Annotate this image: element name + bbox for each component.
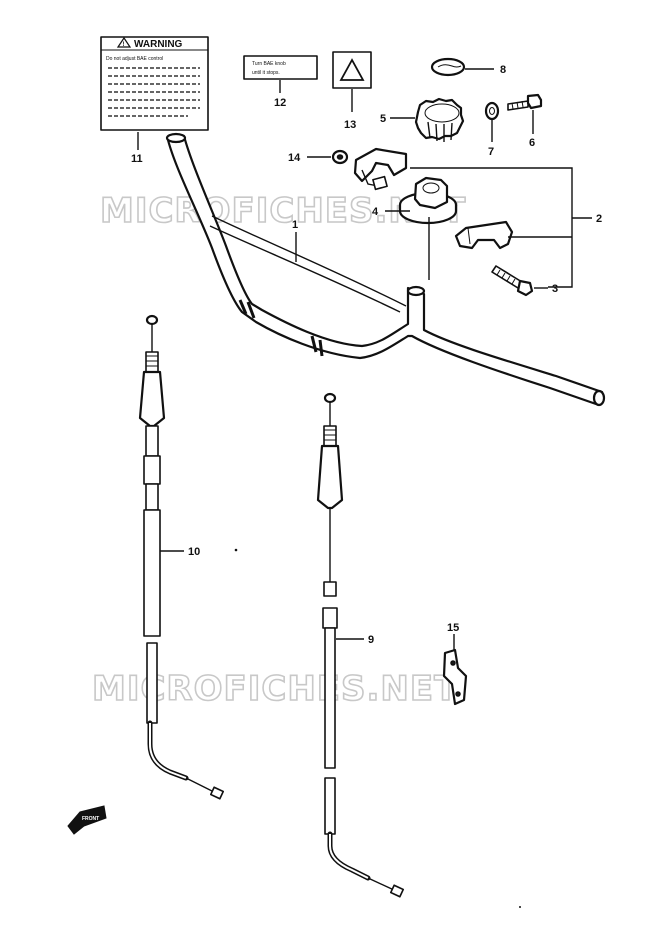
callout-15: 15 [447,622,459,634]
callout-1: 1 [292,219,298,231]
cap-part [430,57,466,77]
front-arrow-icon: FRONT [67,805,107,835]
instruction-line-2: until it stops. [252,70,280,76]
upper-clamp-part [353,147,408,191]
warning-first-line: Do not adjust BAE control [106,56,163,62]
instruction-label: Turn BAE knob until it stops. [243,55,318,80]
bracket-part-15 [442,648,468,706]
callout-12: 12 [274,97,286,109]
callout-10: 10 [188,546,200,558]
instruction-line-1: Turn BAE knob [252,61,286,67]
callout-5: 5 [380,113,386,125]
svg-text:!: ! [123,42,125,48]
cable-part-10 [138,314,225,800]
callout-9: 9 [368,634,374,646]
warning-sign [332,51,372,89]
cable-part-9 [316,392,405,898]
washer-part-14 [331,149,349,165]
stem-base-part [398,176,458,280]
knob-part [414,97,465,142]
callout-8: 8 [500,64,506,76]
callout-14: 14 [288,152,301,164]
callout-11: 11 [131,153,143,165]
callout-2: 2 [596,213,602,225]
bolt-part-3 [491,265,534,297]
callout-4: 4 [372,206,379,218]
handlebar-part [165,132,606,407]
washer-part [484,101,500,121]
callout-6: 6 [529,137,535,149]
callout-3: 3 [552,283,558,295]
bolt-part-6 [507,93,543,111]
callout-13: 13 [344,119,356,131]
warning-title: WARNING [134,39,183,50]
front-arrow-label: FRONT [82,816,99,822]
warning-label: ! WARNING Do not adjust BAE control [100,36,209,131]
callout-7: 7 [488,146,494,158]
lower-clamp-part [454,220,514,250]
warning-triangle-icon: ! [116,36,132,48]
